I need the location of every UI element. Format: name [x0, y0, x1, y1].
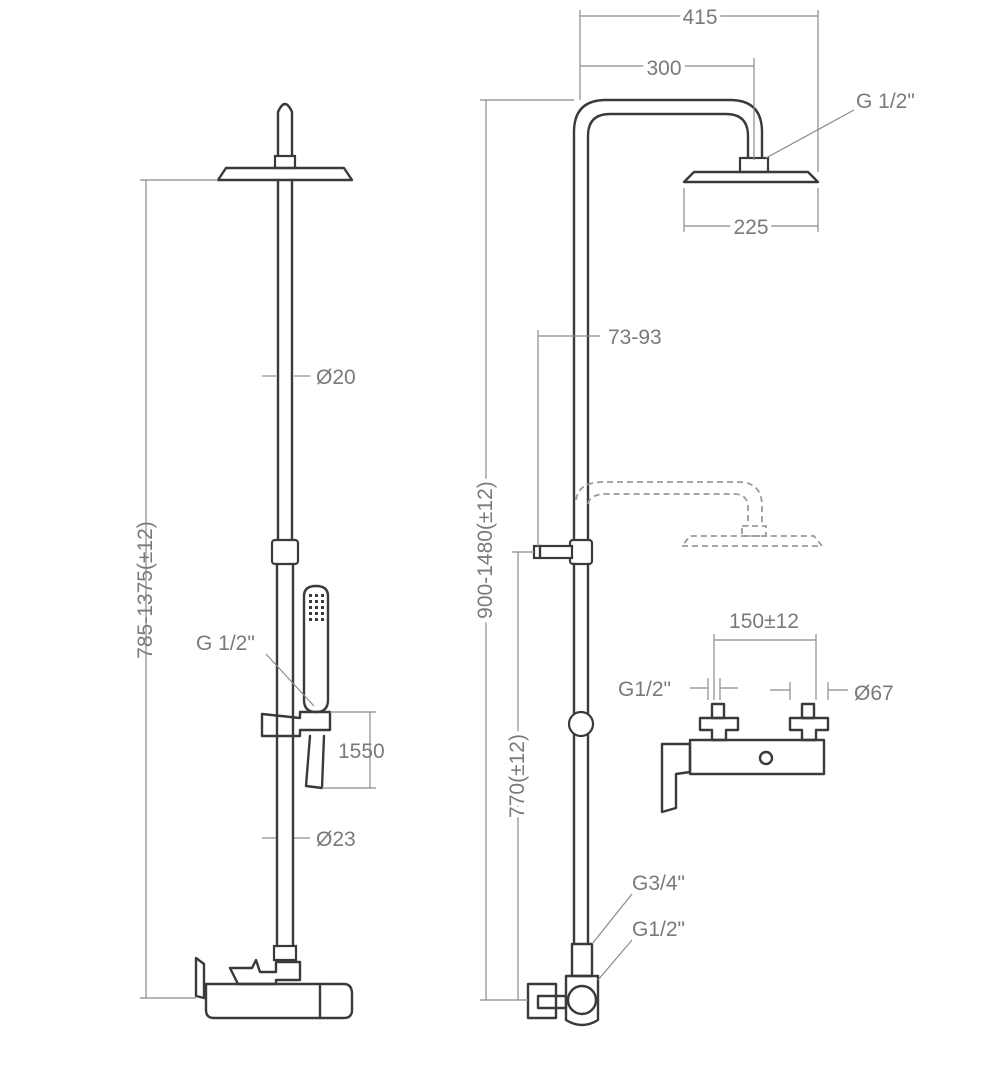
head-connection-label: G 1/2": [856, 90, 915, 113]
head-diameter-label: 225: [733, 216, 768, 239]
front-tube-clamp: [272, 944, 298, 962]
hand-shower-connection-label: G 1/2": [196, 632, 255, 655]
front-dimensions: 785-1375(±12) Ø20 G 1/2" 1550 Ø23: [134, 179, 385, 999]
front-hand-shower: [302, 584, 330, 714]
side-wall-flange: [526, 982, 568, 1020]
adjustable-offset-label: 73-93: [608, 326, 662, 349]
side-mixer-profile: [564, 974, 600, 1027]
lower-tube-diameter-label: Ø23: [316, 828, 356, 851]
front-head-connector: [273, 154, 297, 170]
side-upper-pipe-inner: [586, 112, 750, 542]
side-lowered-pipe-inner: [587, 493, 749, 526]
lower-connection-1-label: G3/4": [632, 872, 685, 895]
front-hose: [304, 734, 326, 790]
detail-inlet-right: [788, 716, 830, 742]
mixer-detail: [660, 702, 830, 814]
detail-lever: [660, 742, 692, 814]
detail-mixer-body: [688, 738, 826, 776]
width-total-label: 415: [682, 6, 717, 29]
side-mixer-knob: [566, 984, 598, 1016]
detail-inlet-left: [698, 716, 740, 742]
front-diverter-knob: [228, 958, 302, 986]
hose-length-label: 1550: [338, 740, 385, 763]
side-dimensions: 415 300 G 1/2" 225 73-93 900-1480(±12) 7…: [470, 2, 915, 1001]
front-mixer-body: [204, 982, 354, 1020]
front-slider-holder: [260, 710, 332, 738]
bar-height-label: 900-1480(±12): [474, 481, 497, 619]
side-upper-pipe-outer: [572, 98, 764, 542]
side-shower-head: [682, 170, 820, 184]
side-slider-ball: [567, 710, 595, 738]
side-lower-connection: [570, 942, 594, 978]
side-lowered-pipe-outer: [575, 481, 763, 526]
front-shower-head: [216, 166, 354, 182]
lower-connection-2-label: G1/2": [632, 918, 685, 941]
total-height-label: 785-1375(±12): [134, 521, 157, 659]
front-gooseneck: [276, 102, 294, 162]
detail-outlet: [758, 750, 774, 766]
front-mixer-lever: [194, 956, 206, 1000]
side-view: [526, 98, 824, 1027]
mixer-inlet-label: G1/2": [618, 678, 671, 701]
upper-tube-diameter-label: Ø20: [316, 366, 356, 389]
front-tube-coupling: [270, 538, 300, 566]
mixer-detail-dimensions: 150±12 G1/2" Ø67: [618, 610, 894, 705]
front-hand-shower-nozzles: [309, 594, 324, 621]
side-tube-coupling: [568, 538, 594, 566]
front-view: [194, 102, 354, 1020]
mixer-height-label: 770(±12): [506, 734, 529, 818]
arm-length-label: 300: [646, 57, 681, 80]
mixer-cover-diameter-label: Ø67: [854, 682, 894, 705]
side-head-connector: [738, 156, 770, 174]
side-lowered-head: [680, 535, 824, 547]
side-lowered-connector: [741, 525, 767, 537]
mixer-centres-label: 150±12: [729, 610, 799, 633]
